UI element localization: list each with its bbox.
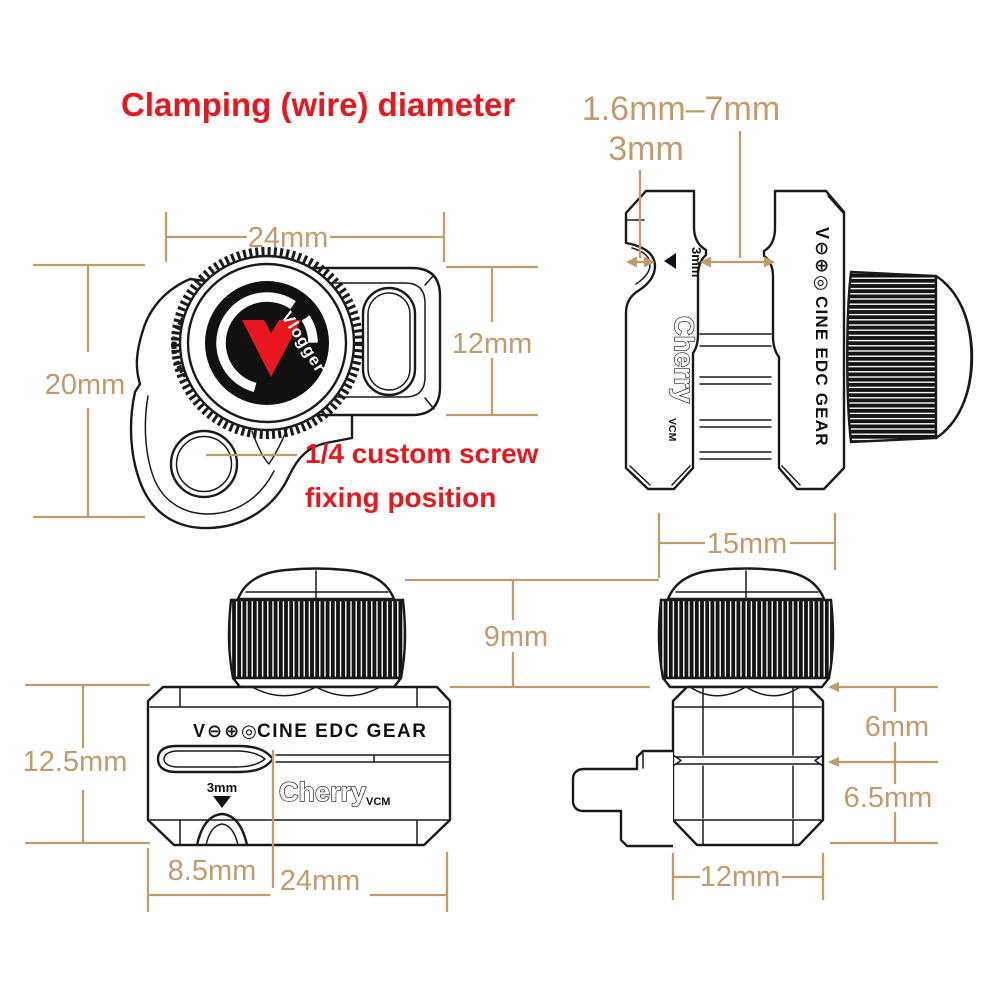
brand-logo-front: V⊖⊕◎ <box>193 721 259 741</box>
slot-front-arrow-icon <box>213 796 231 808</box>
dim-side-lower: 6.5mm <box>844 782 933 814</box>
side-open-view-drawing: Cherry VCM V⊖⊕◎ CINE EDC GEAR <box>624 189 974 491</box>
clamp-range-leaders <box>626 131 775 268</box>
screw-note-line1: 1/4 custom screw <box>305 438 539 469</box>
product-name-side: Cherry <box>669 316 699 403</box>
product-name-front: Cherry <box>279 777 366 807</box>
top-view-dimensions: 24mm 12mm 20mm <box>33 212 538 519</box>
dim-top-height: 12mm <box>452 328 533 360</box>
product-variant-front: VCM <box>366 796 390 808</box>
side-hook-view-drawing <box>571 567 835 848</box>
dim-side-upper: 6mm <box>865 711 929 743</box>
brand-text-front: CINE EDC GEAR <box>257 721 427 742</box>
dim-top-overall: 20mm <box>45 369 126 401</box>
brand-text-side: CINE EDC GEAR <box>812 296 831 447</box>
vlogger-v-icon <box>242 320 301 377</box>
product-variant-side: VCM <box>666 418 678 442</box>
dim-knob-width: 15mm <box>707 528 788 560</box>
dial-knob: Vlogger <box>171 247 363 439</box>
slot-side-label: 3mm <box>689 247 704 277</box>
slot-side-marker: 3mm <box>664 247 704 277</box>
front-view-drawing: V⊖⊕◎ CINE EDC GEAR 3mm Cherry VCM <box>146 567 452 847</box>
wire-hole-label: 3mm <box>608 130 684 168</box>
dim-knob-height: 9mm <box>484 621 548 653</box>
clamp-range-label: 1.6mm–7mm <box>582 90 780 128</box>
dim-front-height: 12.5mm <box>23 746 128 778</box>
slot-front-label: 3mm <box>207 780 237 795</box>
knob-dimensions: 15mm 9mm <box>405 513 837 689</box>
top-view-drawing: Vlogger <box>129 247 442 530</box>
dim-front-width: 24mm <box>280 865 361 897</box>
brand-logo-side: V⊖⊕◎ <box>812 227 832 293</box>
dim-front-slot: 8.5mm <box>168 855 257 887</box>
front-view-dimensions: 12.5mm 8.5mm 24mm <box>23 683 449 912</box>
side-view-dimensions: 6mm 6.5mm 12mm <box>671 682 938 900</box>
dim-top-width: 24mm <box>248 222 329 254</box>
dim-side-width: 12mm <box>700 861 781 893</box>
diagram-title: Clamping (wire) diameter <box>121 86 515 123</box>
screw-note-line2: fixing position <box>305 482 496 513</box>
